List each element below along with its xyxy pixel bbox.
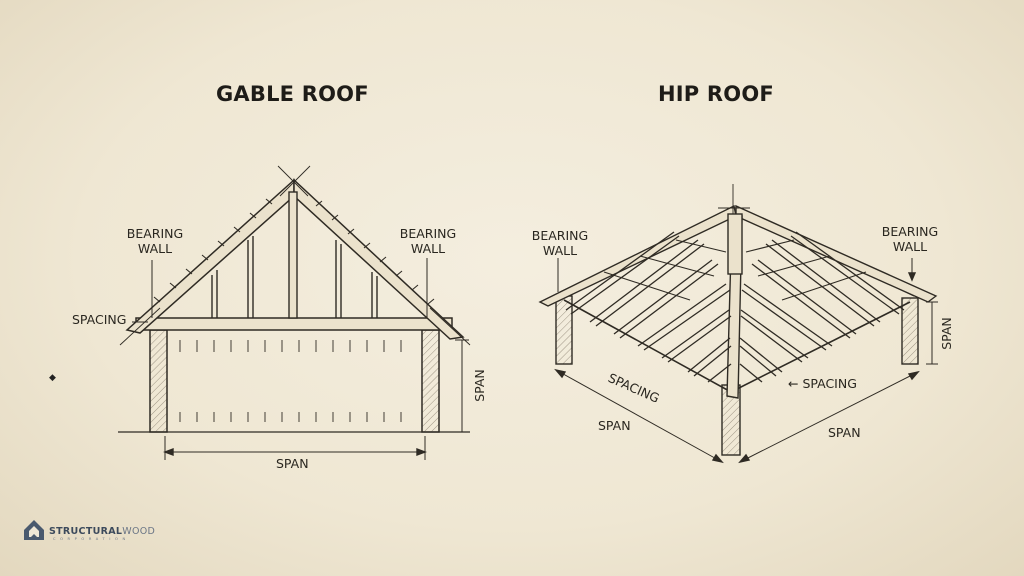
ink-blot: ◆ [49, 373, 56, 383]
gable-spacing-label: SPACING [72, 312, 127, 327]
gable-ceiling-joist [135, 317, 453, 331]
logo-subtitle: CORPORATION [53, 537, 130, 541]
hip-span-left-label: SPAN [598, 418, 631, 433]
hip-left-post [555, 295, 573, 365]
gable-span-bottom-label: SPAN [276, 456, 309, 471]
hip-right-post [901, 297, 919, 365]
logo-mark-icon [24, 520, 44, 540]
gable-right-wall [421, 329, 440, 433]
gable-roof-drawing [118, 165, 471, 460]
hip-roof-title: HIP ROOF [658, 82, 774, 106]
hip-span-right-vertical-label: SPAN [938, 317, 954, 350]
gable-roof-title: GABLE ROOF [216, 82, 369, 106]
hip-spacing-right-label: ← SPACING [788, 376, 857, 391]
gable-span-vertical-label: SPAN [471, 369, 487, 402]
hip-span-right-label: SPAN [828, 425, 861, 440]
logo-text: STRUCTURALWOOD [49, 526, 156, 537]
gable-left-wall [149, 329, 168, 433]
structural-wood-logo: STRUCTURALWOOD [49, 526, 155, 537]
hip-roof-drawing [538, 184, 938, 464]
